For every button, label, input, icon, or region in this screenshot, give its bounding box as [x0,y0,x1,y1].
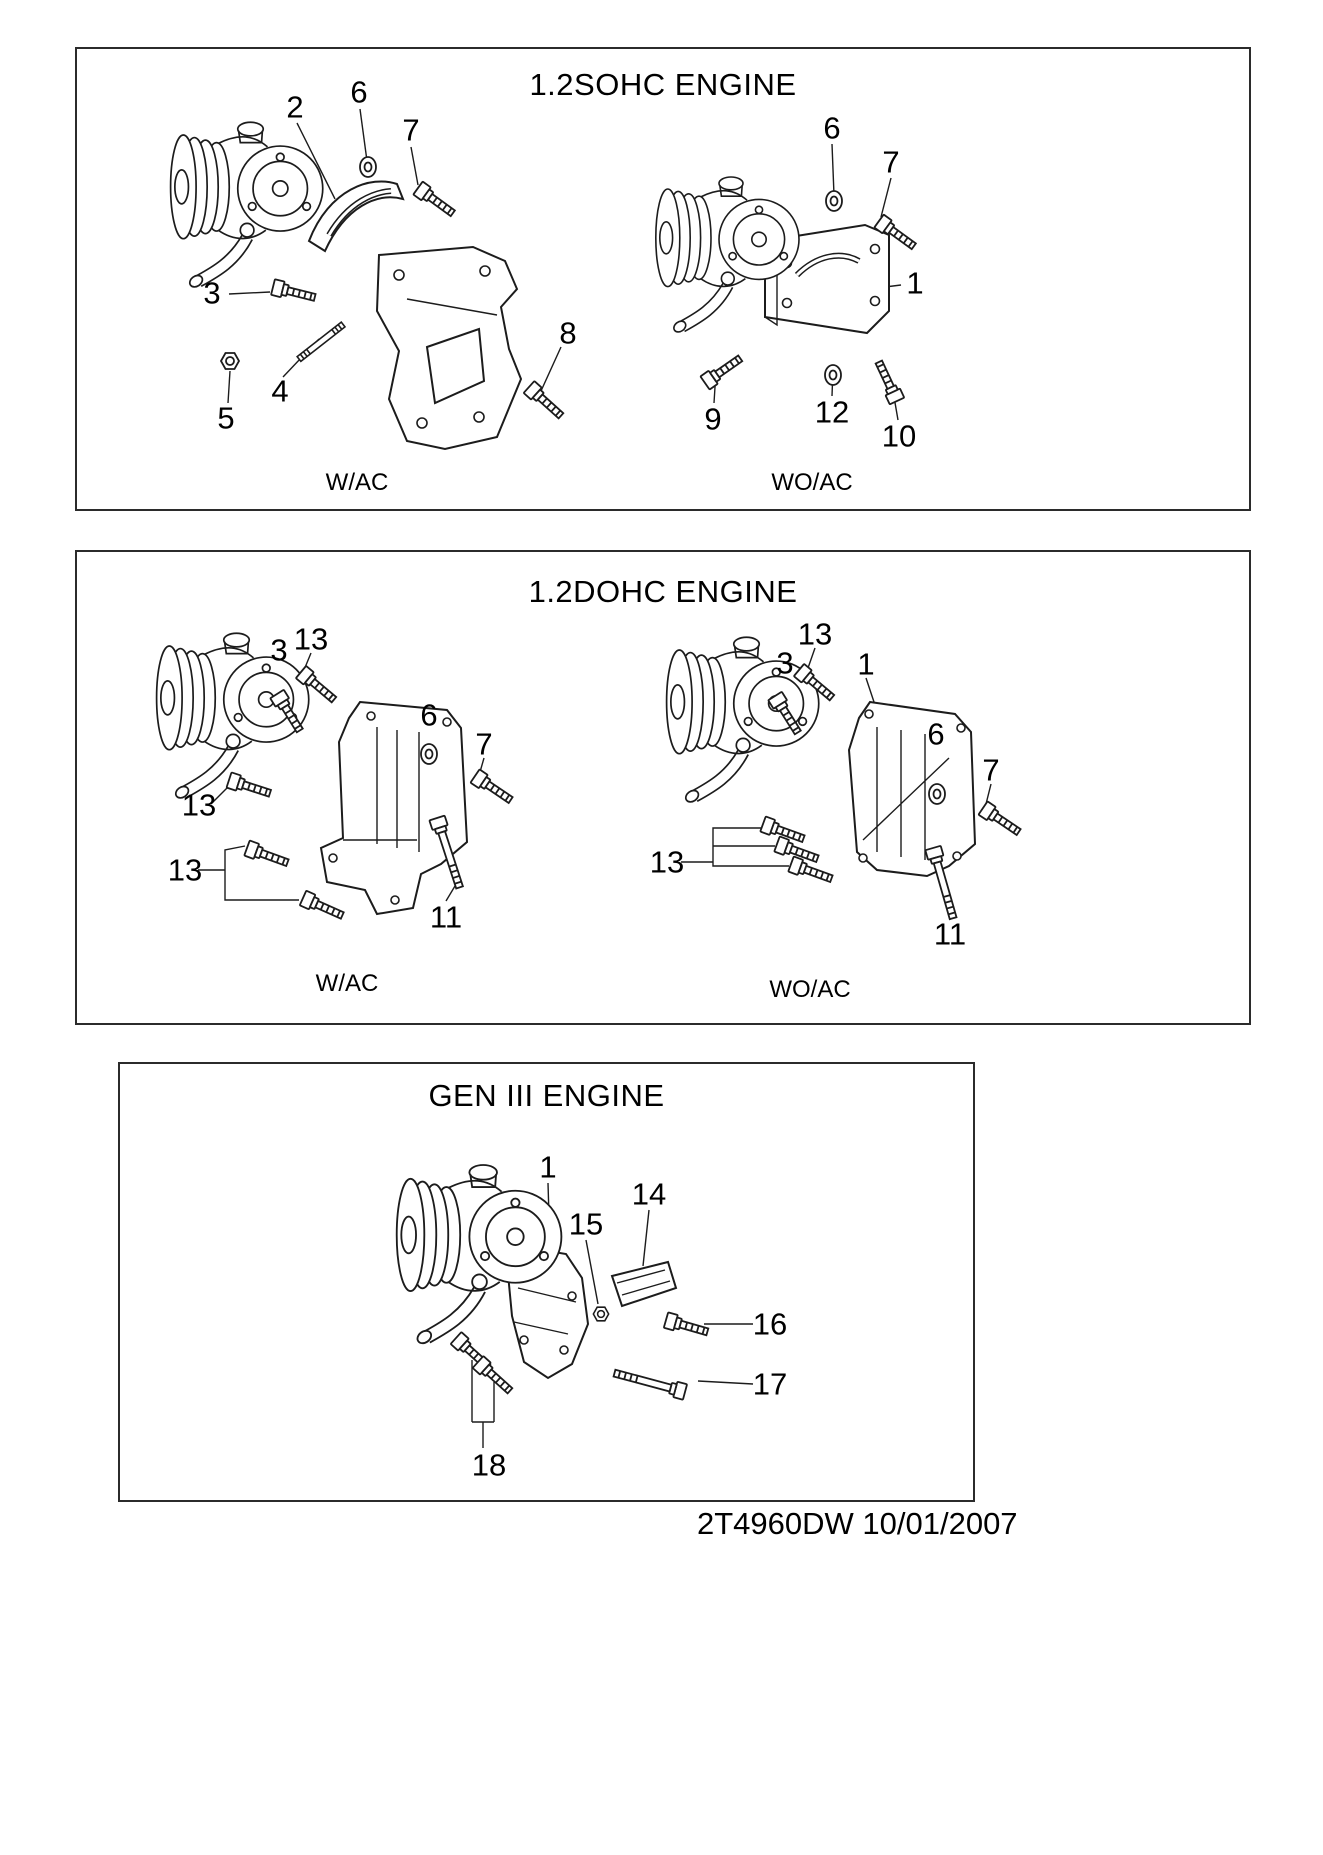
washer-illustration [420,743,438,765]
callout-13: 13 [167,852,203,888]
heat-shield-illustration [610,1260,678,1308]
panel-title: GEN III ENGINE [428,1078,665,1113]
callout-4: 4 [271,373,289,409]
callout-14: 14 [631,1176,667,1212]
sohc-diagram-art [169,108,920,451]
callout-11: 11 [933,916,967,952]
callout-1: 1 [539,1149,557,1185]
bolt-illustration [412,180,459,221]
callout-10: 10 [881,418,917,454]
callout-13: 13 [797,616,833,652]
panel-gen3-engine: GEN III ENGINE [118,1062,975,1502]
gen3-diagram-art [395,1164,754,1448]
callout-9: 9 [704,401,722,437]
washer-illustration [359,156,377,178]
callout-12: 12 [814,394,850,430]
bolt-illustration [469,768,517,808]
panel-dohc-engine: 1.2DOHC ENGINE [75,550,1251,1025]
sohc-woac-assembly [654,176,920,406]
washer-illustration [824,364,842,386]
callout-7: 7 [402,112,420,148]
panel-title: 1.2DOHC ENGINE [528,574,798,609]
caption-woac: WO/AC [769,976,851,1003]
callout-15: 15 [568,1206,604,1242]
dohc-wac-assembly [155,632,517,924]
bolt-illustration [870,357,906,406]
callout-3: 3 [776,645,794,681]
panel-sohc-engine: 1.2SOHC ENGINE [75,47,1251,511]
washer-illustration [928,783,946,805]
callout-13: 13 [181,787,217,823]
callout-5: 5 [217,400,235,436]
callout-7: 7 [475,726,493,762]
nut-illustration [592,1306,610,1322]
callout-3: 3 [270,632,288,668]
sohc-wac-assembly [169,121,568,451]
doc-code-and-date: 2T4960DW 10/01/2007 [697,1506,1018,1541]
callout-6: 6 [420,697,438,733]
dohc-woac-assembly [665,636,1025,922]
callout-8: 8 [559,315,577,351]
gen3-assembly [395,1164,711,1401]
callout-3: 3 [203,275,221,311]
callout-17: 17 [752,1366,788,1402]
bolt-illustration [662,1311,711,1341]
stud-illustration [296,321,346,363]
bolt-illustration [522,380,568,423]
mounting-bracket-illustration [847,700,977,878]
panel-title: 1.2SOHC ENGINE [529,67,797,102]
caption-wac: W/AC [315,970,379,997]
callout-1: 1 [857,646,875,682]
bolt-illustration [243,839,292,872]
caption-wac: W/AC [325,469,389,496]
bolt-illustration [225,771,274,802]
washer-illustration [825,190,843,212]
dohc-diagram-art [155,632,1025,924]
bolt-illustration [298,889,347,924]
callout-6: 6 [927,716,945,752]
callout-6: 6 [350,74,368,110]
power-steering-pump-illustration [665,636,820,806]
mounting-bracket-illustration [319,700,469,916]
nut-illustration [220,352,240,370]
bolt-illustration [270,278,318,307]
callout-18: 18 [471,1447,507,1483]
callout-7: 7 [882,144,900,180]
callout-6: 6 [823,110,841,146]
callout-2: 2 [286,89,304,125]
callout-11: 11 [429,899,463,935]
callout-16: 16 [752,1306,788,1342]
bolt-illustration [977,800,1025,840]
bolt-illustration [699,350,746,391]
callout-13: 13 [293,621,329,657]
callout-7: 7 [982,752,1000,788]
power-steering-pump-illustration [169,121,324,291]
callout-13: 13 [649,844,685,880]
callout-1: 1 [906,265,924,301]
bolt-illustration [611,1364,688,1401]
caption-woac: WO/AC [771,469,853,496]
